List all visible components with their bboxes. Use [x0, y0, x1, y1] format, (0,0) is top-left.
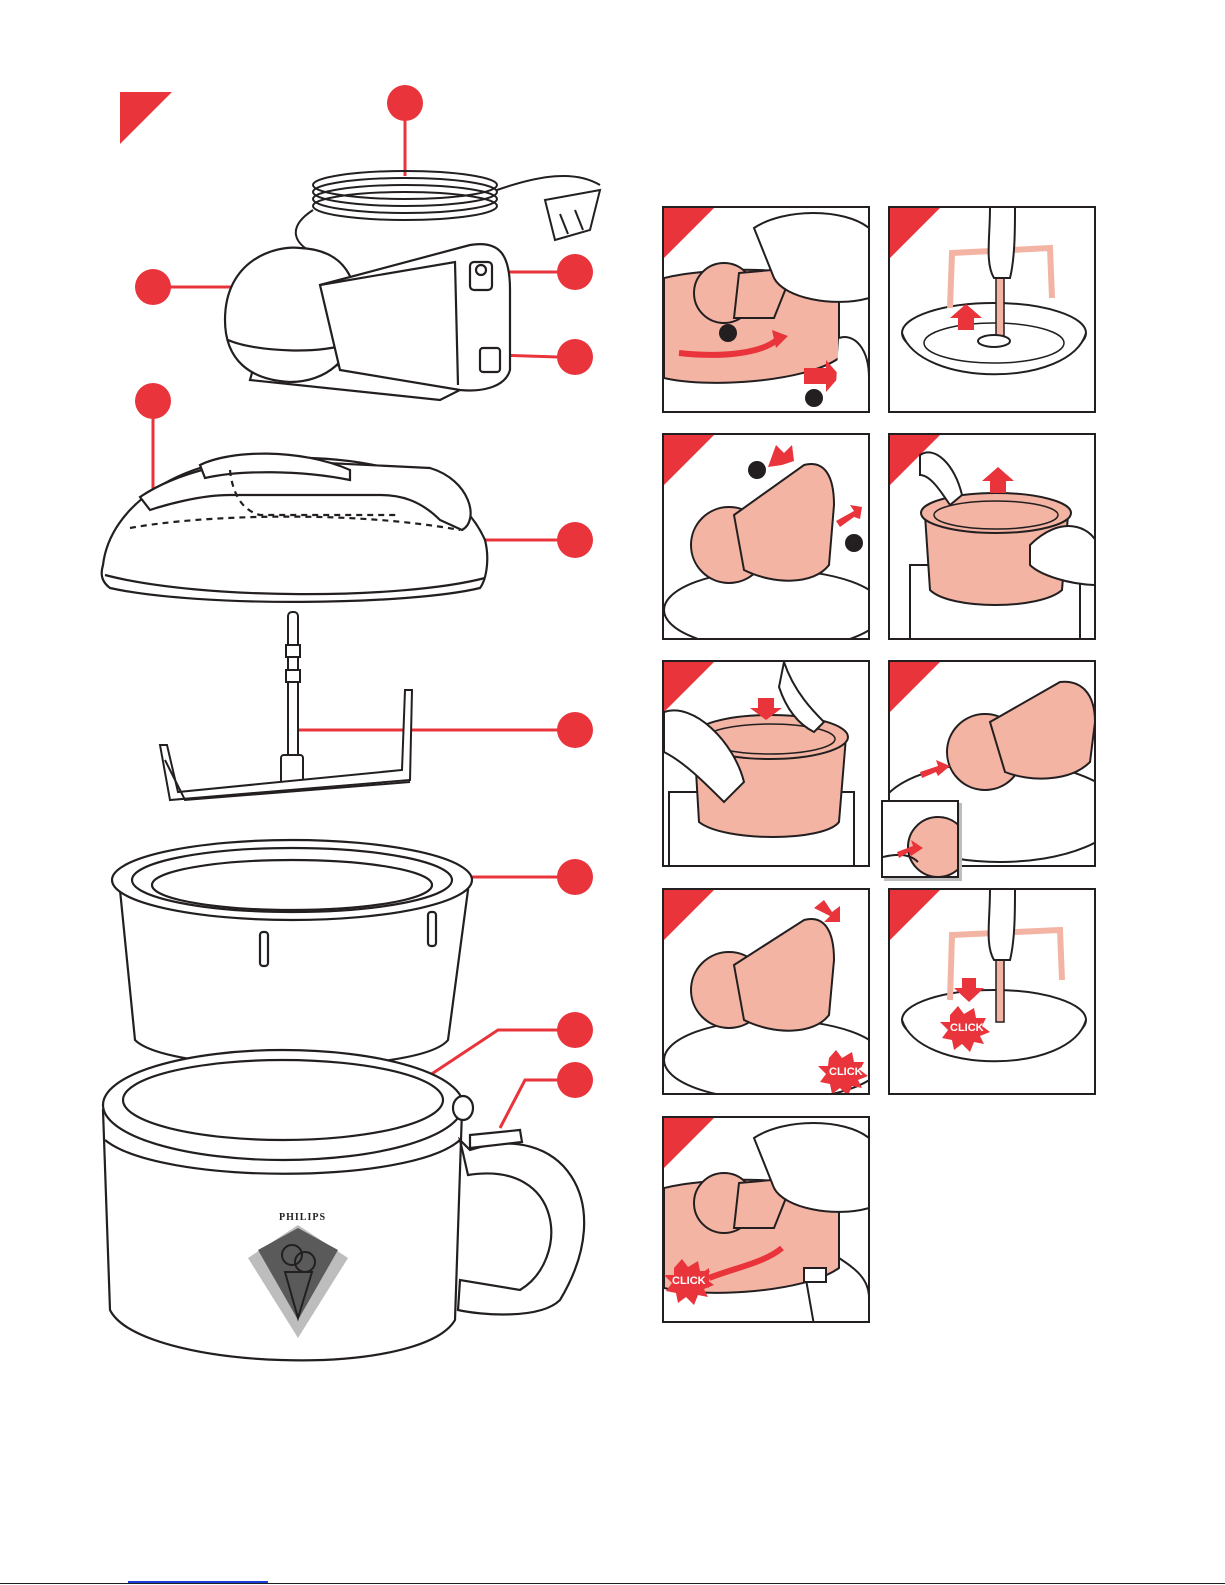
step-panel-4: [888, 433, 1096, 640]
callout-handle-button: [500, 1062, 593, 1128]
footer-rule: [0, 1583, 1225, 1584]
callout-power-cord: [387, 85, 423, 176]
step-corner-triangle: [664, 662, 714, 712]
click-label: CLICK: [672, 1275, 706, 1287]
step-corner-triangle: [890, 662, 940, 712]
section-marker-triangle: [120, 92, 172, 144]
step-6-detail-inset: [881, 800, 959, 878]
tilt-motor-arrow-icon: [768, 445, 794, 467]
footer-link-underline[interactable]: [128, 1581, 268, 1583]
click-label: CLICK: [950, 1022, 984, 1034]
step-corner-triangle: [664, 208, 714, 258]
exploded-view-illustration: PHILIPS: [0, 0, 640, 1430]
step-panel-2: [888, 206, 1096, 413]
step-panel-5: [662, 660, 870, 867]
ice-cream-bowl: [112, 840, 472, 1066]
step-corner-triangle: [664, 435, 714, 485]
step-corner-triangle: [890, 890, 940, 940]
step-panel-9: CLICK: [662, 1116, 870, 1323]
step-corner-triangle: [664, 1118, 714, 1168]
plug-icon: [545, 190, 600, 240]
freezer-container: [103, 1050, 584, 1360]
lid: [102, 454, 488, 602]
stirring-paddle: [160, 612, 412, 800]
brand-name: PHILIPS: [279, 1212, 326, 1223]
step-panel-7: CLICK: [662, 888, 870, 1095]
callout-lid-opening: [135, 383, 171, 492]
step-corner-triangle: [664, 890, 714, 940]
motor-unit: [225, 244, 510, 400]
step-panel-8: CLICK: [888, 888, 1096, 1095]
step-corner-triangle: [890, 208, 940, 258]
step-panel-1: [662, 206, 870, 413]
click-label: CLICK: [829, 1066, 863, 1078]
callout-paddle: [293, 712, 593, 748]
lift-bowl-arrow-icon: [982, 467, 1014, 493]
step-panel-3: [662, 433, 870, 640]
